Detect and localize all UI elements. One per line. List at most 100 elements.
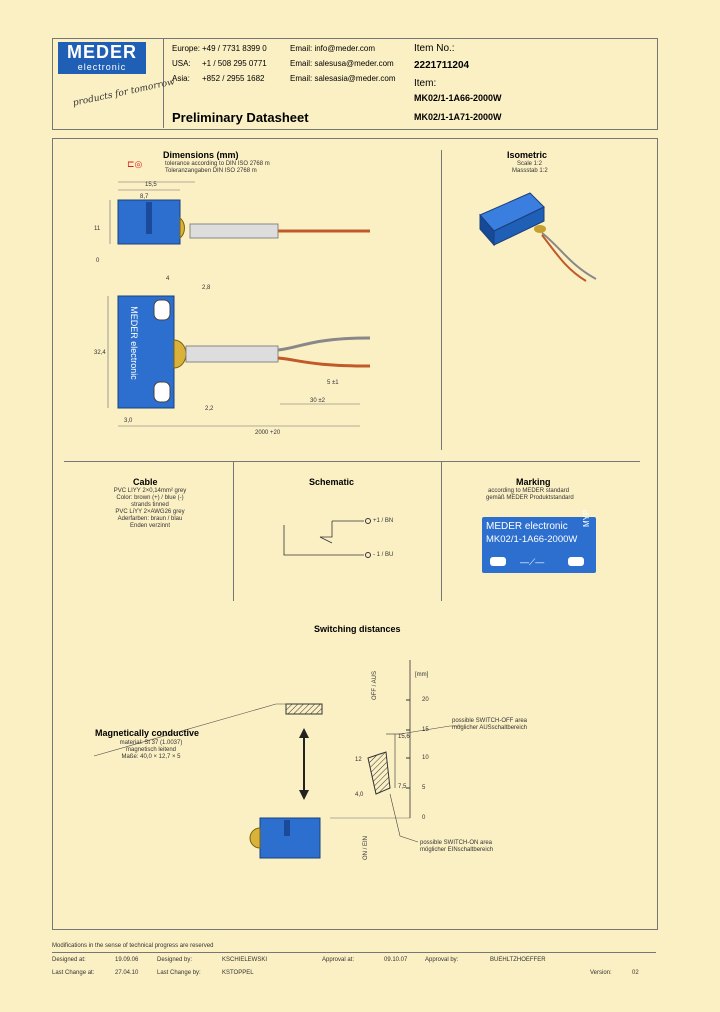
- approval-by-label: Approval by:: [425, 957, 459, 963]
- dimension-drawing: [107, 181, 371, 427]
- dim-height: 32,4: [94, 350, 106, 356]
- cable-line: Enden verzinnt: [129, 523, 171, 529]
- footer-notice: Modifications in the sense of technical …: [52, 943, 214, 949]
- dim-wire-len: 30 ±2: [310, 398, 325, 404]
- col-divider-top: [441, 150, 442, 450]
- cable-line: strands tinned: [131, 502, 169, 508]
- marking-hole-left: [490, 557, 506, 566]
- meder-logo: MEDER electronic: [58, 42, 146, 74]
- designed-by: KSCHIELEWSKI: [222, 957, 268, 963]
- dim-top-offset: 15,5: [145, 182, 157, 188]
- schematic-title: Schematic: [309, 477, 355, 487]
- marking-side: MYP: [582, 509, 591, 527]
- axis-tick: 10: [422, 755, 429, 761]
- marking-note-2: gemäß MEDER Produktstandard: [486, 495, 574, 501]
- cable-specs: PVC LIYY 2×0,14mm² grey Color: brown (+)…: [100, 488, 200, 530]
- contact-asia: Asia: +852 / 2955 1682: [172, 73, 265, 84]
- last-change-label: Last Change at:: [52, 970, 95, 976]
- switching-title: Switching distances: [314, 624, 401, 634]
- dim-top-height: 11: [94, 226, 101, 232]
- region-label: Asia:: [172, 74, 190, 83]
- cable-title: Cable: [133, 477, 158, 487]
- phone: +49 / 7731 8399 0: [202, 44, 267, 53]
- marking-label: MEDER electronic MK02/1-1A66-2000W MYP —…: [482, 510, 596, 573]
- val-mid: 12: [355, 757, 362, 763]
- dim-top-dia: 0: [96, 258, 100, 264]
- last-change-by-label: Last Change by:: [157, 970, 201, 976]
- top-view: [109, 181, 370, 245]
- magnet-line: Maße: 40,0 × 12,7 × 5: [121, 754, 181, 760]
- email-europe: Email: info@meder.com: [290, 44, 376, 53]
- marking-title: Marking: [516, 477, 551, 487]
- dim-left-w: 3,0: [124, 418, 133, 424]
- col-divider-mid-1: [233, 461, 234, 601]
- footer-rule: [52, 952, 656, 953]
- header-divider: [163, 38, 164, 128]
- marking-line-1: MEDER electronic: [486, 521, 568, 532]
- dim-hole: 4: [166, 276, 170, 282]
- marking-line-2: MK02/1-1A66-2000W: [486, 534, 578, 545]
- row-divider: [64, 461, 640, 462]
- note-off-2: möglicher AUSschaltbereich: [452, 725, 528, 731]
- last-change: 27.04.10: [115, 970, 139, 976]
- isometric-scale-en: Scale 1:2: [517, 161, 543, 167]
- dim-total: 2000 +20: [255, 430, 281, 436]
- side-view-label: MEDER electronic: [129, 306, 139, 380]
- designed-at-label: Designed at:: [52, 957, 86, 963]
- region-label: USA:: [172, 59, 191, 68]
- side-view: [107, 295, 371, 427]
- cable-line: Color: brown (+) / blue (-): [116, 495, 184, 501]
- item-1: MK02/1-1A66-2000W: [414, 93, 502, 103]
- cable-line: PVC LIYY 2×0,14mm² grey: [113, 488, 187, 494]
- axis-tick: 20: [422, 697, 429, 703]
- schematic-label-bu: - 1 / BU: [373, 552, 394, 558]
- axis-unit: [mm]: [415, 672, 429, 678]
- main-frame: [52, 138, 658, 930]
- axis-tick: 5: [422, 785, 426, 791]
- dim-bottom-r: 2,2: [205, 406, 214, 412]
- logo-text-electronic: electronic: [77, 62, 127, 72]
- contact-usa: USA: +1 / 508 295 0771: [172, 58, 267, 69]
- schematic-drawing: [283, 518, 371, 558]
- designed-by-label: Designed by:: [157, 957, 193, 963]
- cable-line: PVC LiYY 2×AWG26 grey: [115, 509, 185, 515]
- dim-top-width: 8,7: [140, 194, 149, 200]
- item-label: Item:: [414, 78, 437, 89]
- axis-tick: 0: [422, 815, 426, 821]
- isometric-title: Isometric: [507, 150, 548, 160]
- dimensions-title: Dimensions (mm): [163, 150, 239, 160]
- last-change-by: KSTOPPEL: [222, 970, 254, 976]
- version: 02: [632, 970, 639, 976]
- axis-label-top: OFF / AUS: [372, 670, 378, 700]
- switching-drawing: [93, 660, 462, 859]
- item-no-label: Item No.:: [414, 43, 455, 54]
- magnet-specs: material: St 37 (1.0037) magnetisch leit…: [110, 740, 192, 761]
- phone: +852 / 2955 1682: [202, 74, 265, 83]
- col-divider-mid-2: [441, 461, 442, 601]
- version-label: Version:: [590, 970, 612, 976]
- magnet-title: Magnetically conductive: [95, 728, 200, 738]
- approval-by: BUEHLTZHOEFFER: [490, 957, 546, 963]
- item-2: MK02/1-1A71-2000W: [414, 112, 502, 122]
- isometric-scale-de: Massstab 1:2: [512, 168, 548, 174]
- email-usa: Email: salesusa@meder.com: [290, 59, 394, 68]
- side-view-text: MEDER electronic: [122, 298, 146, 404]
- schematic-label-bn: +1 / BN: [373, 518, 394, 524]
- marking-hole-right: [568, 557, 584, 566]
- val-top: 15,6: [398, 734, 410, 740]
- magnet-line: magnetisch leitend: [125, 747, 177, 753]
- switch-symbol-icon: —⟋—: [520, 557, 545, 567]
- phone: +1 / 508 295 0771: [202, 59, 267, 68]
- magnet-line: material: St 37 (1.0037): [119, 740, 183, 746]
- axis-label-bottom: ON / EIN: [363, 835, 369, 860]
- dim-top-r: 2,8: [202, 285, 211, 291]
- region-label: Europe:: [172, 44, 201, 53]
- item-no: 2221711204: [414, 60, 470, 71]
- logo-text-meder: MEDER: [66, 42, 137, 62]
- header-frame: [52, 38, 658, 130]
- dimensions-note-1: tolerance according to DIN ISO 2768 m: [165, 161, 270, 167]
- dim-wire-end: 5 ±1: [327, 380, 339, 386]
- note-on-1: possible SWITCH-ON area: [420, 840, 493, 846]
- axis-tick: 15: [422, 727, 429, 733]
- note-off-1: possible SWITCH-OFF area: [452, 718, 528, 724]
